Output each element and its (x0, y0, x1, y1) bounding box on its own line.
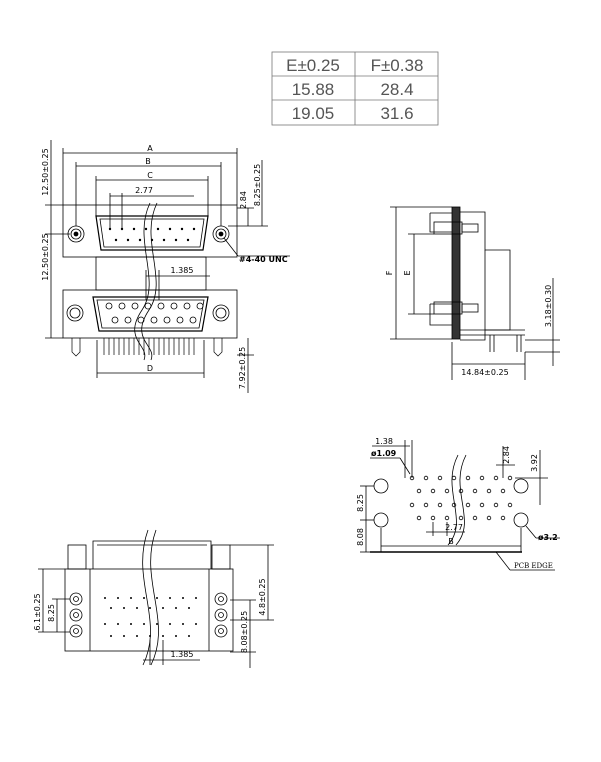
rear-view: 6.1±0.25 8.25 4.8±0.25 8.08±0.25 1.385 (33, 529, 274, 668)
pcb-dim-808: 8.08 (356, 528, 365, 546)
rear-dim-48: 4.8±0.25 (258, 578, 267, 615)
dim-1484: 14.84±0.25 (461, 368, 508, 377)
table-cell: 31.6 (380, 104, 413, 123)
dim-f: F (385, 270, 394, 275)
dim-pitch-mid: 1.385 (171, 266, 194, 275)
thread-label: #4-40 UNC (239, 255, 288, 264)
pcb-dim-284: 2.84 (502, 446, 511, 464)
dim-825: 8.25±0.25 (253, 164, 262, 206)
pcb-dim-138: 1.38 (375, 437, 393, 446)
pcb-dim-b: B (448, 537, 454, 546)
pcb-dim-825: 8.25 (356, 494, 365, 512)
dim-h-left: 12.50±0.25 (41, 233, 50, 280)
front-view: A B C 2.77 12.50±0.25 12.50±0.25 2.84 8.… (41, 140, 290, 393)
rear-dim-1385: 1.385 (171, 650, 194, 659)
dim-284: 2.84 (239, 191, 248, 209)
table-cell: 28.4 (380, 80, 413, 99)
pcb-dim-277: 2.77 (445, 523, 463, 532)
dim-b: B (145, 157, 151, 166)
dim-a: A (147, 144, 153, 153)
table-header-f: F±0.38 (371, 56, 424, 75)
table-cell: 15.88 (292, 80, 335, 99)
side-view: F E 3.18±0.30 14.84±0.25 (385, 206, 560, 380)
dim-792: 7.92±0.25 (238, 347, 247, 389)
dim-e: E (403, 270, 412, 275)
rear-dim-808: 8.08±0.25 (240, 611, 249, 653)
dim-pitch-top: 2.77 (135, 186, 153, 195)
pcb-layout-view: 1.38 ø1.09 2.84 3.92 8.25 8.08 2.77 B ø3… (356, 437, 560, 571)
dim-h-top: 12.50±0.25 (41, 148, 50, 195)
rear-dim-61: 6.1±0.25 (33, 593, 42, 630)
table-header-e: E±0.25 (286, 56, 340, 75)
dim-d: D (147, 364, 153, 373)
rear-dim-825: 8.25 (47, 604, 56, 622)
pcb-dim-109: ø1.09 (371, 449, 397, 458)
pcb-dim-32: ø3.2 (538, 533, 558, 542)
table-cell: 19.05 (292, 104, 335, 123)
dimension-table: E±0.25 F±0.38 15.88 28.4 19.05 31.6 (271, 51, 439, 126)
dim-318: 3.18±0.30 (544, 285, 553, 327)
pcb-edge-label: PCB EDGE (514, 562, 553, 570)
pcb-dim-392: 3.92 (530, 454, 539, 472)
dim-c: C (147, 171, 153, 180)
